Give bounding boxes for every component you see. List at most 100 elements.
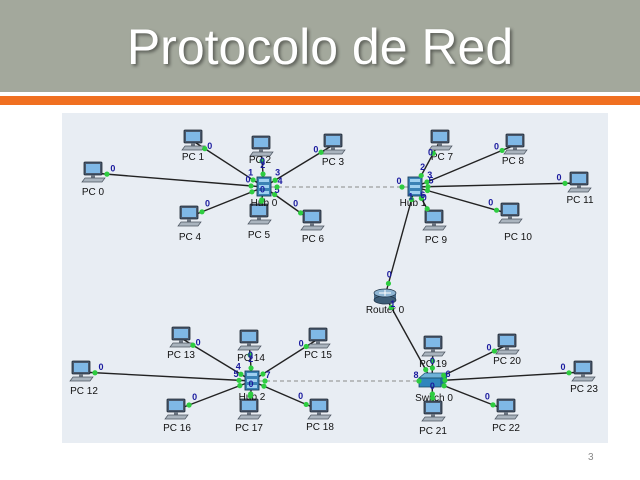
pc-icon — [306, 327, 331, 349]
pc-node-pc17[interactable]: PC 17 — [235, 398, 263, 434]
port-dot-hub1 — [399, 184, 405, 190]
pc-node-pc5[interactable]: PC 5 — [247, 203, 272, 241]
port-label-pc2: 0 — [260, 156, 265, 166]
pc-node-pc12[interactable]: PC 12 — [69, 360, 98, 397]
link-pc8-hub1 — [414, 144, 516, 188]
port-dot-hub2 — [237, 383, 243, 389]
pc-label: PC 14 — [237, 353, 265, 364]
port-dot-hub1 — [424, 179, 430, 185]
diagram-canvas — [62, 113, 608, 443]
pc-node-pc8[interactable]: PC 8 — [502, 133, 528, 167]
pc-label: PC 21 — [419, 426, 447, 437]
pc-icon — [421, 335, 446, 357]
pc-node-pc11[interactable]: PC 11 — [566, 171, 594, 206]
pc-node-pc13[interactable]: PC 13 — [167, 326, 195, 361]
port-label-hub1: 6 — [420, 190, 425, 200]
pc-node-pc15[interactable]: PC 15 — [304, 327, 332, 361]
port-label-pc18: 0 — [298, 391, 303, 401]
pc-icon — [249, 135, 274, 157]
port-label-hub1: 3 — [427, 170, 432, 180]
pc-icon — [169, 326, 194, 348]
port-label-hub1: 5 — [428, 176, 433, 186]
port-label-pc15: 0 — [299, 339, 304, 349]
port-dot-hub0 — [272, 191, 278, 198]
pc-node-pc7[interactable]: PC 7 — [428, 129, 454, 163]
pc-label: PC 6 — [302, 234, 325, 245]
port-dot-pc23 — [566, 370, 572, 376]
pc-node-pc20[interactable]: PC 20 — [493, 333, 521, 367]
pc-node-pc4[interactable]: PC 4 — [177, 205, 202, 243]
port-label-hub0: 1 — [248, 167, 253, 177]
port-label-pc16: 0 — [192, 392, 197, 402]
port-dot-switch0 — [441, 383, 447, 389]
pc-node-pc14[interactable]: PC 14 — [237, 329, 265, 364]
hub-icon — [244, 370, 260, 391]
port-label-pc12: 0 — [98, 362, 103, 372]
port-label-pc10: 0 — [488, 198, 493, 208]
hub-icon — [256, 176, 272, 197]
pc-node-pc1[interactable]: PC 1 — [181, 129, 206, 163]
port-dot-hub2 — [262, 378, 268, 384]
port-label-hub2: 7 — [265, 370, 270, 380]
port-dot-pc20 — [491, 348, 497, 354]
hub-label: Hub 1 — [400, 198, 427, 209]
port-dot-pc3 — [318, 149, 324, 155]
pc-node-pc0[interactable]: PC 0 — [81, 161, 106, 198]
port-label-hub2: 2 — [248, 354, 253, 364]
pc-label: PC 7 — [431, 152, 454, 163]
port-label-pc9: 0 — [422, 193, 427, 203]
port-dot-pc6 — [297, 210, 304, 216]
pc-node-pc18[interactable]: PC 18 — [306, 398, 334, 433]
port-label-switch0: 8 — [413, 370, 418, 380]
port-dot-switch0 — [442, 377, 448, 383]
pc-label: PC 22 — [492, 423, 520, 434]
pc-icon — [300, 209, 325, 231]
pc-label: PC 15 — [304, 350, 332, 361]
link-pc0-hub0 — [92, 172, 265, 188]
port-dot-pc11 — [562, 180, 568, 186]
port-dot-hub2 — [238, 371, 244, 377]
pc-node-pc22[interactable]: PC 22 — [492, 398, 520, 434]
pc-node-pc23[interactable]: PC 23 — [570, 360, 598, 395]
pc-node-pc19[interactable]: PC 19 — [419, 335, 447, 370]
link-router0-switch0 — [384, 295, 433, 382]
port-dot-pc8 — [499, 147, 505, 154]
port-dot-pc4 — [199, 209, 205, 215]
link-router0-hub1 — [384, 186, 416, 297]
pc-label: PC 9 — [425, 235, 448, 246]
accent-bar — [0, 96, 640, 105]
pc-label: PC 19 — [419, 359, 447, 370]
pc-node-pc10[interactable]: PC 10 — [498, 202, 532, 243]
hub-node-hub0[interactable]: Hub 0 — [251, 176, 278, 209]
port-label-hub1: 0 — [396, 176, 401, 186]
pc-node-pc9[interactable]: PC 9 — [422, 209, 448, 246]
pc-node-pc6[interactable]: PC 6 — [300, 209, 325, 245]
port-dot-pc16 — [186, 402, 192, 408]
port-dot-switch0 — [429, 365, 435, 371]
pc-icon — [181, 129, 206, 151]
router-node-router0[interactable]: Router 0 — [366, 288, 405, 316]
link-pc11-hub1 — [414, 182, 580, 188]
port-dot-hub1 — [425, 184, 431, 190]
port-label-pc14: 0 — [248, 350, 253, 360]
pc-label: PC 16 — [163, 423, 191, 434]
pc-label: PC 18 — [306, 422, 334, 433]
pc-icon — [164, 398, 189, 420]
pc-node-pc16[interactable]: PC 16 — [163, 398, 191, 434]
port-dot-pc10 — [493, 207, 500, 213]
pc-label: PC 20 — [493, 356, 521, 367]
port-label-hub1: 1 — [408, 191, 413, 201]
port-label-hub2: 4 — [236, 362, 241, 372]
pc-label: PC 3 — [322, 157, 345, 168]
port-label-pc13: 0 — [196, 337, 201, 347]
port-dot-hub1 — [418, 172, 424, 179]
pc-label: PC 12 — [70, 386, 98, 397]
slide-title: Protocolo de Red — [126, 19, 514, 75]
pc-node-pc3[interactable]: PC 3 — [321, 133, 346, 168]
port-dot-pc0 — [104, 171, 110, 177]
port-dot-switch0 — [429, 391, 436, 397]
pc-label: PC 8 — [502, 156, 525, 167]
router-label: Router 0 — [366, 305, 405, 316]
pc-node-pc21[interactable]: PC 21 — [419, 400, 447, 437]
hub-node-hub1[interactable]: Hub 1 — [400, 176, 427, 209]
